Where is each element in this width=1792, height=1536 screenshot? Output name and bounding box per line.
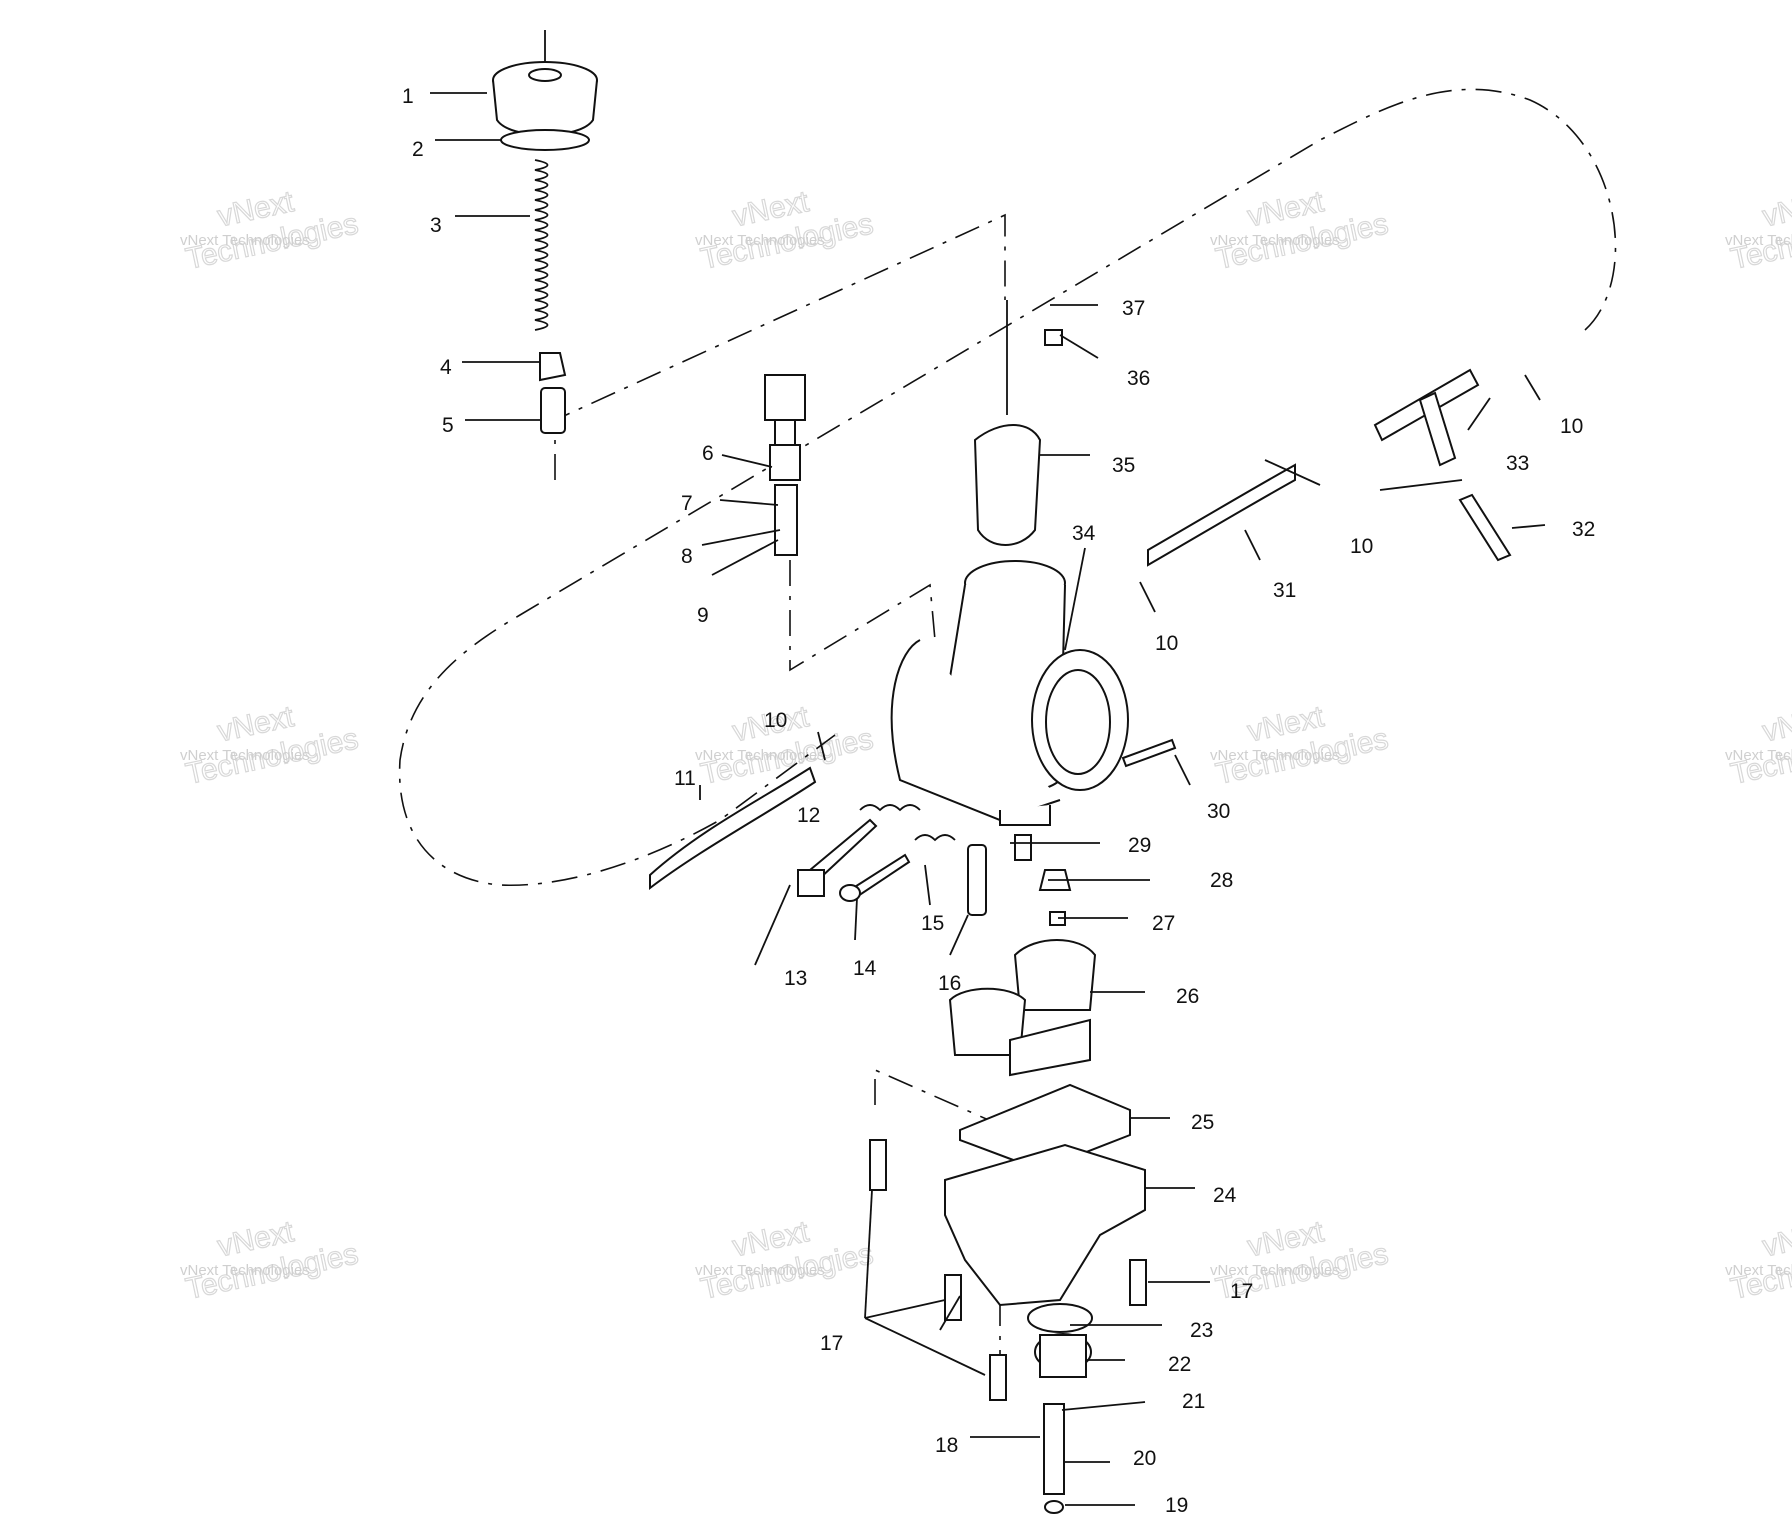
svg-text:vNext Technologies: vNext Technologies [1210, 1262, 1340, 1279]
callout-10: 10 [1350, 535, 1373, 558]
bowl-screws [869, 1139, 1147, 1401]
svg-text:vNext Technologies: vNext Technologies [1210, 232, 1340, 249]
callout-10: 10 [764, 709, 787, 732]
callout-1: 1 [402, 85, 414, 108]
callout-2: 2 [412, 138, 424, 161]
svg-text:vNext: vNext [1760, 700, 1792, 748]
callout-26: 26 [1176, 985, 1199, 1008]
callout-23: 23 [1190, 1319, 1213, 1342]
svg-text:vNext Technologies: vNext Technologies [1725, 1262, 1792, 1279]
dashed-assembly-loop [398, 88, 1617, 887]
watermark: Technologies vNext vNext Technologies [1725, 699, 1792, 791]
callout-21: 21 [1182, 1390, 1205, 1413]
callout-14: 14 [853, 957, 877, 980]
callout-27: 27 [1152, 912, 1175, 935]
svg-text:vNext Technologies: vNext Technologies [1725, 232, 1792, 249]
svg-text:vNext Technologies: vNext Technologies [695, 747, 825, 764]
svg-text:vNext Technologies: vNext Technologies [180, 1262, 310, 1279]
callout-37: 37 [1122, 297, 1145, 320]
callout-numbers: 1 2 3 4 5 6 7 8 9 10 10 10 10 10 11 12 1… [402, 85, 1595, 1517]
svg-text:vNext Technologies: vNext Technologies [1725, 747, 1792, 764]
callout-20: 20 [1133, 1447, 1156, 1470]
callout-10: 10 [1560, 415, 1583, 438]
callout-34: 34 [1072, 522, 1096, 545]
svg-text:vNext: vNext [1760, 1215, 1792, 1263]
watermark: Technologies vNext vNext Technologies [1725, 184, 1792, 276]
carburetor-body [890, 560, 1129, 826]
watermark: Technologies vNext vNext Technologies [695, 184, 877, 276]
float-bowl [944, 1083, 1146, 1307]
callout-13: 13 [784, 967, 807, 990]
float-assembly [948, 939, 1097, 1077]
callout-11: 11 [674, 767, 696, 790]
pilot-screw-stack [764, 374, 806, 556]
svg-text:vNext: vNext [1760, 185, 1792, 233]
watermark: Technologies vNext vNext Technologies [180, 1214, 362, 1306]
callout-24: 24 [1213, 1184, 1237, 1207]
callout-22: 22 [1168, 1353, 1191, 1376]
svg-text:vNext Technologies: vNext Technologies [180, 747, 310, 764]
callout-9: 9 [697, 604, 709, 627]
callout-leaders [430, 92, 1546, 1506]
callout-5: 5 [442, 414, 454, 437]
watermark: Technologies vNext vNext Technologies [180, 184, 362, 276]
callout-12: 12 [797, 804, 820, 827]
callout-30: 30 [1207, 800, 1230, 823]
callout-17: 17 [820, 1332, 843, 1355]
t-fitting [1373, 368, 1512, 562]
callout-10: 10 [1155, 632, 1178, 655]
watermark: Technologies vNext vNext Technologies [695, 1214, 877, 1306]
throttle-cap-assembly [492, 30, 598, 434]
callout-35: 35 [1112, 454, 1135, 477]
callout-18: 18 [935, 1434, 958, 1457]
callout-3: 3 [430, 214, 442, 237]
callout-6: 6 [702, 442, 714, 465]
callout-17: 17 [1230, 1280, 1253, 1303]
dashed-leader-top [554, 213, 1006, 480]
callout-8: 8 [681, 545, 693, 568]
callout-4: 4 [440, 356, 452, 379]
watermark: Technologies vNext vNext Technologies [1210, 184, 1392, 276]
callout-19: 19 [1165, 1494, 1188, 1517]
dashed-leader-jet [789, 560, 936, 672]
hoses [649, 463, 1296, 891]
watermarks: Technologies vNext vNext Technologies Te… [180, 184, 1792, 1306]
callout-15: 15 [921, 912, 944, 935]
svg-text:vNext Technologies: vNext Technologies [695, 232, 825, 249]
svg-text:vNext Technologies: vNext Technologies [695, 1262, 825, 1279]
callout-25: 25 [1191, 1111, 1214, 1134]
watermark: Technologies vNext vNext Technologies [180, 699, 362, 791]
svg-text:vNext Technologies: vNext Technologies [180, 232, 310, 249]
callout-31: 31 [1273, 579, 1296, 602]
callout-32: 32 [1572, 518, 1595, 541]
callout-29: 29 [1128, 834, 1151, 857]
jet-needle-and-slide [973, 300, 1063, 546]
adjustment-screws [797, 804, 987, 916]
svg-text:vNext Technologies: vNext Technologies [1210, 747, 1340, 764]
callout-36: 36 [1127, 367, 1150, 390]
callout-16: 16 [938, 972, 961, 995]
callout-28: 28 [1210, 869, 1233, 892]
callout-33: 33 [1506, 452, 1529, 475]
watermark: Technologies vNext vNext Technologies [1210, 699, 1392, 791]
dashed-leader-gasket [874, 1068, 1001, 1126]
watermark: Technologies vNext vNext Technologies [1725, 1214, 1792, 1306]
callout-7: 7 [681, 492, 693, 515]
